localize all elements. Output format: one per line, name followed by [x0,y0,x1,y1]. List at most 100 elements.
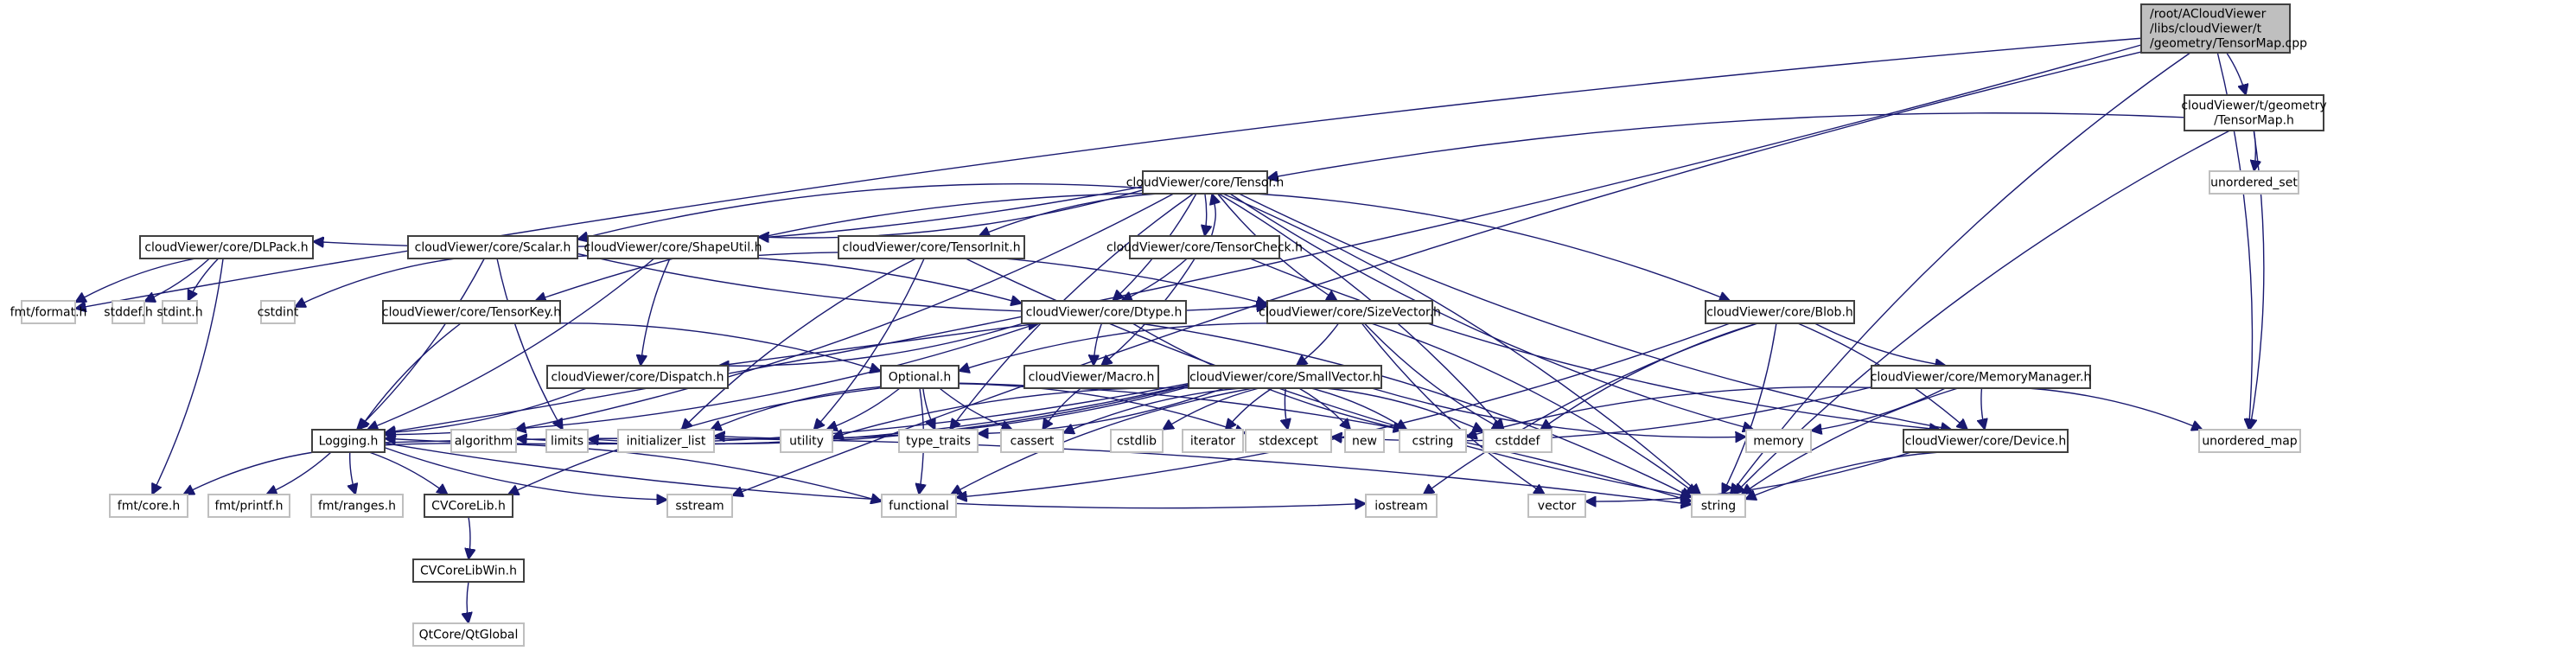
edge-tensorcheck_h-to-tensor_h [1212,194,1216,237]
node-label: fmt/ranges.h [318,500,396,514]
node-box [311,429,386,453]
node-box [1129,235,1280,259]
node-label: cloudViewer/core/MemoryManager.h [1871,371,2092,385]
node-label: /geometry/TensorMap.cpp [2150,37,2307,51]
node-box [881,494,957,518]
node-label: fmt/printf.h [215,500,284,514]
node-box [545,429,589,453]
edge-tensorcheck_h-to-device_h [1249,258,1941,430]
edge-dlpack_h-to-fmt_core [152,258,224,495]
node-box [1245,429,1332,453]
edge-tensor_h-to-tensorkey_h [535,193,1144,301]
node-device-h[interactable]: cloudViewer/core/Device.h [1903,429,2069,453]
node-box [1482,429,1553,453]
node-blob-h[interactable]: cloudViewer/core/Blob.h [1705,300,1855,324]
node-box [1142,170,1268,195]
edge-smallvector_h-to-cstddef [1325,387,1483,431]
node-fmt-ranges: fmt/ranges.h [310,494,404,518]
node-label: CVCoreLibWin.h [420,565,517,578]
node-cvcorelib-h[interactable]: CVCoreLib.h [424,494,513,518]
node-smallvector-h[interactable]: cloudViewer/core/SmallVector.h [1188,365,1382,389]
node-box [112,300,145,324]
edge-scalar_h-to-limits [496,258,563,430]
node-label: Logging.h [319,435,379,449]
node-cvcorelibwin-h[interactable]: CVCoreLibWin.h [412,558,525,583]
node-label: type_traits [906,435,971,449]
edge-cpp-to-tensormap_h [2226,52,2246,95]
node-tensorkey-h[interactable]: cloudViewer/core/TensorKey.h [382,300,561,324]
edge-sizevector_h-to-string [1371,322,1697,495]
node-shapeutil-h[interactable]: cloudViewer/core/ShapeUtil.h [584,235,762,259]
node-scalar-h[interactable]: cloudViewer/core/Scalar.h [407,235,578,259]
edge-scalar_h-to-logging_h [357,258,485,430]
node-tensorinit-h[interactable]: cloudViewer/core/TensorInit.h [838,235,1025,259]
edge-tensor_h-to-scalar_h [577,183,1144,239]
node-label: stdexcept [1259,435,1318,449]
node-dispatch-h[interactable]: cloudViewer/core/Dispatch.h [546,365,729,389]
edge-scalar_h-to-dtype_h [577,253,1022,303]
node-macro-h[interactable]: cloudViewer/Macro.h [1023,365,1159,389]
node-iostream: iostream [1365,494,1438,518]
node-cstdlib: cstdlib [1110,429,1164,453]
edge-tensormap_h-to-tensor_h [1267,112,2185,178]
node-label: cloudViewer/core/Dispatch.h [551,371,724,385]
edge-blob_h-to-memorymanager_h [1814,322,1946,366]
node-label: iterator [1190,435,1235,449]
node-label: cloudViewer/core/TensorCheck.h [1106,241,1303,255]
node-box [1110,429,1164,453]
node-unordered-map: unordered_map [2198,429,2301,453]
node-fmt-core: fmt/core.h [109,494,188,518]
node-cpp[interactable]: /root/ACloudViewer/libs/cloudViewer/t/ge… [2140,3,2307,54]
node-label: cloudViewer/core/DLPack.h [144,241,308,255]
node-box [587,235,759,259]
node-label: /libs/cloudViewer/t [2150,22,2262,36]
node-box [21,300,76,324]
node-box [1691,494,1746,518]
node-tensor-h[interactable]: cloudViewer/core/Tensor.h [1126,170,1285,195]
node-sizevector-h[interactable]: cloudViewer/core/SizeVector.h [1259,300,1441,324]
node-label: fmt/format.h [10,306,87,320]
edge-logging_h-to-iostream [384,442,1366,508]
node-tensormap-h[interactable]: cloudViewer/t/geometry/TensorMap.h [2181,94,2327,131]
node-dlpack-h[interactable]: cloudViewer/core/DLPack.h [139,235,314,259]
node-box [260,300,296,324]
node-stddef-h: stddef.h [104,300,153,324]
edge-dlpack_h-to-stddef_h [144,258,210,302]
node-new: new [1344,429,1385,453]
edge-dlpack_h-to-fmt_format [75,258,196,303]
node-box [1188,365,1382,389]
edge-memorymanager_h-to-device_h [1981,387,1985,430]
node-memorymanager-h[interactable]: cloudViewer/core/MemoryManager.h [1871,365,2092,389]
node-label: unordered_set [2210,176,2298,190]
node-label: sstream [675,500,724,514]
node-box [1021,300,1187,324]
edge-shapeutil_h-to-dispatch_h [641,258,671,366]
node-logging-h[interactable]: Logging.h [311,429,386,453]
node-stdexcept: stdexcept [1245,429,1332,453]
node-box [1705,300,1855,324]
edge-tensor_h-to-shapeutil_h [758,189,1144,238]
edge-dtype_h-to-macro_h [1094,322,1103,366]
node-box [1344,429,1385,453]
node-box [1266,300,1433,324]
edge-smallvector_h-to-iterator [1226,387,1273,430]
edge-blob_h-to-functional [956,322,1731,497]
node-label: cstring [1412,435,1454,449]
node-label: new [1352,435,1377,449]
node-tensorcheck-h[interactable]: cloudViewer/core/TensorCheck.h [1106,235,1303,259]
edge-smallvector_h-to-cstring [1310,387,1407,430]
node-label: stddef.h [104,306,152,320]
edge-tensorinit_h-to-initializer_list [681,258,916,430]
edge-smallvector_h-to-functional [951,387,1253,495]
node-dtype-h[interactable]: cloudViewer/core/Dtype.h [1021,300,1187,324]
edge-optional_h-to-utility [826,387,901,430]
edge-cvcorelib_h-to-cvcorelibwin_h [469,516,470,559]
node-label: string [1701,500,1736,514]
node-optional-h[interactable]: Optional.h [880,365,960,389]
edge-cpp-to-sstream [732,51,2142,495]
node-box [1023,365,1159,389]
node-box [139,235,314,259]
node-label: vector [1538,500,1577,514]
node-box [1871,365,2091,389]
